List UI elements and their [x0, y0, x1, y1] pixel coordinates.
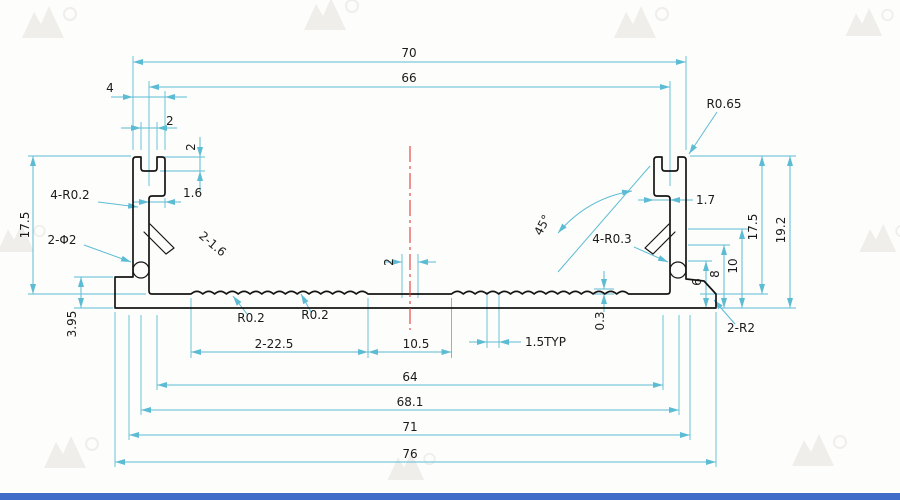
dim-label-fork-step: 1.6 — [183, 186, 202, 200]
dim-label-base-corner-radius: 2-R2 — [727, 321, 755, 335]
dim-label-serrated-width: 2-22.5 — [255, 337, 294, 351]
leader-r02-b — [300, 293, 312, 313]
dim-label-slot-depth: 2 — [184, 143, 198, 151]
dim-label-height-10: 10 — [726, 258, 740, 273]
dim-label-groove: 2-1.6 — [196, 229, 229, 260]
leader-r065 — [688, 111, 718, 155]
bottom-border — [0, 493, 900, 500]
dim-label-screw-hole: 2-Φ2 — [47, 233, 76, 247]
leader-r02-a — [232, 295, 248, 315]
dim-label-corner-radius-right: 4-R0.3 — [592, 232, 631, 246]
dim-label-top-inner-width: 66 — [401, 71, 416, 85]
leader-2r2 — [713, 299, 736, 325]
dim-label-top-corner-radius: R0.65 — [706, 97, 741, 111]
groove-right — [644, 223, 676, 255]
dim-label-corner-radius-left: 4-R0.2 — [50, 188, 89, 202]
dim-label-serration-pitch: 1.5TYP — [525, 335, 566, 349]
screw-channel-left — [132, 261, 150, 279]
small-dimensions — [111, 94, 693, 345]
dim-label-width-68-1: 68.1 — [397, 395, 424, 409]
dim-label-total-height: 19.2 — [774, 217, 788, 244]
dim-label-chamfer-angle: 45° — [531, 212, 553, 237]
dim-label-width-71: 71 — [402, 420, 417, 434]
leader-phi2 — [83, 244, 132, 263]
dim-label-left-lip-height: 3.95 — [65, 311, 79, 338]
dim-label-slot-width: 2 — [166, 114, 174, 128]
dim-label-height-6: 6 — [690, 278, 704, 286]
screw-channel-right — [669, 261, 687, 279]
dim-label-height-8: 8 — [708, 270, 722, 278]
groove-left — [143, 223, 175, 255]
dim-label-inner-width: 64 — [402, 370, 417, 384]
profile-outline — [114, 156, 717, 309]
dim-label-serration-radius-2: R0.2 — [301, 308, 328, 322]
dim-label-top-outer-width: 70 — [401, 46, 416, 60]
dimension-lines — [30, 59, 793, 465]
angle-arc — [557, 189, 633, 234]
leader-4r02 — [97, 201, 139, 209]
dim-label-fork-width: 4 — [106, 81, 114, 95]
dim-label-center-rib-width: 2 — [382, 258, 396, 266]
dim-label-serration-radius-1: R0.2 — [237, 311, 264, 325]
dim-label-base-width: 76 — [402, 447, 417, 461]
leader-lines — [83, 111, 736, 325]
dim-label-right-wall-height: 17.5 — [746, 214, 760, 241]
dim-label-right-step: 1.7 — [696, 193, 715, 207]
dim-label-center-flat-width: 10.5 — [403, 337, 430, 351]
watermark-pattern — [0, 0, 900, 481]
profile-path — [114, 156, 717, 309]
dim-label-left-wall-height: 17.5 — [18, 212, 32, 239]
dim-label-serration-depth: 0.3 — [593, 311, 607, 330]
leader-4r03 — [633, 246, 669, 263]
